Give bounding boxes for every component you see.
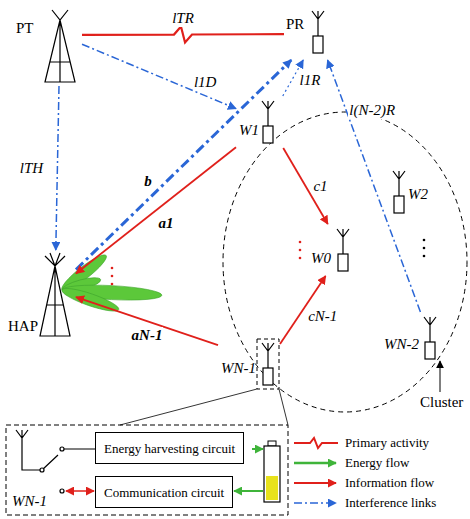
link-label: aN-1	[131, 327, 164, 344]
interference-link	[328, 60, 421, 312]
cluster-label: Cluster	[420, 394, 463, 411]
information-link	[76, 297, 218, 345]
link-label: l1R	[299, 72, 322, 89]
link-label: lTR	[171, 10, 195, 27]
terminal-icon	[424, 317, 436, 359]
inset-antenna-switch	[16, 430, 95, 493]
ellipsis-dots	[423, 239, 426, 258]
terminal: W0	[308, 224, 356, 276]
legend-line	[294, 462, 336, 465]
terminal-icon	[393, 171, 405, 213]
cluster-outline	[223, 112, 467, 412]
node-label: W2	[408, 186, 428, 203]
legend-line	[294, 502, 336, 504]
node-label: W0	[311, 250, 331, 267]
energy-beams	[58, 251, 162, 315]
legend-row: Information flow	[292, 474, 434, 492]
terminal-icon	[262, 343, 274, 385]
terminal: W2	[388, 166, 448, 216]
inset-terminal-label: WN-1	[12, 493, 47, 510]
terminal-icon	[262, 101, 274, 143]
terminal-icon	[337, 229, 349, 271]
energy-beam	[60, 284, 121, 315]
legend-row: Interference links	[292, 494, 436, 512]
legend-row: Energy flow	[292, 454, 409, 472]
hybrid-access-point: HAP	[6, 250, 76, 340]
terminal: WN-1	[218, 338, 280, 390]
ellipsis-dots	[111, 241, 302, 286]
legend-sample	[292, 496, 340, 510]
node-label: PR	[286, 16, 304, 33]
pt-tower	[45, 10, 75, 82]
link-label: b	[143, 173, 153, 190]
legend-sample	[292, 476, 340, 490]
link-label: cN-1	[307, 308, 338, 325]
node-label: WN-1	[221, 360, 256, 377]
terminal: WN-2	[380, 312, 442, 362]
interference-link	[76, 60, 291, 270]
legend-text: Interference links	[345, 496, 436, 510]
base-station: PT	[12, 6, 82, 86]
node-label: Communication circuit	[104, 485, 224, 500]
link-label: c1	[312, 178, 328, 195]
legend-sample	[292, 436, 340, 450]
circuit-box: Communication circuit	[95, 476, 233, 508]
information-link	[76, 147, 236, 273]
node-label: W1	[239, 122, 259, 139]
interference-link	[56, 86, 59, 250]
node-label: PT	[16, 20, 34, 37]
battery	[264, 441, 280, 502]
terminal-icon	[312, 11, 324, 53]
link-label: a1	[158, 215, 175, 232]
legend-row: Primary activity	[292, 434, 429, 452]
circuit-box: Energy harvesting circuit	[95, 432, 244, 464]
legend-text: Primary activity	[345, 436, 429, 450]
link-label: l(N-2)R	[348, 102, 396, 119]
legend-line	[294, 482, 336, 484]
inset-frame	[6, 425, 288, 515]
legend-text: Energy flow	[345, 456, 409, 470]
legend-text: Information flow	[345, 476, 434, 490]
zoom-lines	[120, 389, 288, 425]
information-link	[283, 148, 328, 224]
zoom-frame	[257, 339, 279, 389]
terminal: W1	[236, 96, 284, 148]
hap-antenna-array	[40, 253, 70, 336]
link-label: lTH	[19, 160, 44, 177]
terminal: PR	[284, 6, 328, 60]
node-label: WN-2	[384, 336, 419, 353]
link-label: l1D	[193, 74, 218, 91]
cluster-pointer	[440, 361, 441, 392]
legend-sample	[292, 456, 340, 470]
energy-link	[234, 490, 263, 492]
legend-line	[294, 438, 338, 448]
node-label: Energy harvesting circuit	[104, 441, 235, 456]
energy-link	[252, 448, 263, 450]
primary-link	[82, 27, 284, 43]
node-label: HAP	[8, 318, 38, 335]
info-link	[66, 490, 94, 492]
interference-link	[82, 44, 236, 108]
